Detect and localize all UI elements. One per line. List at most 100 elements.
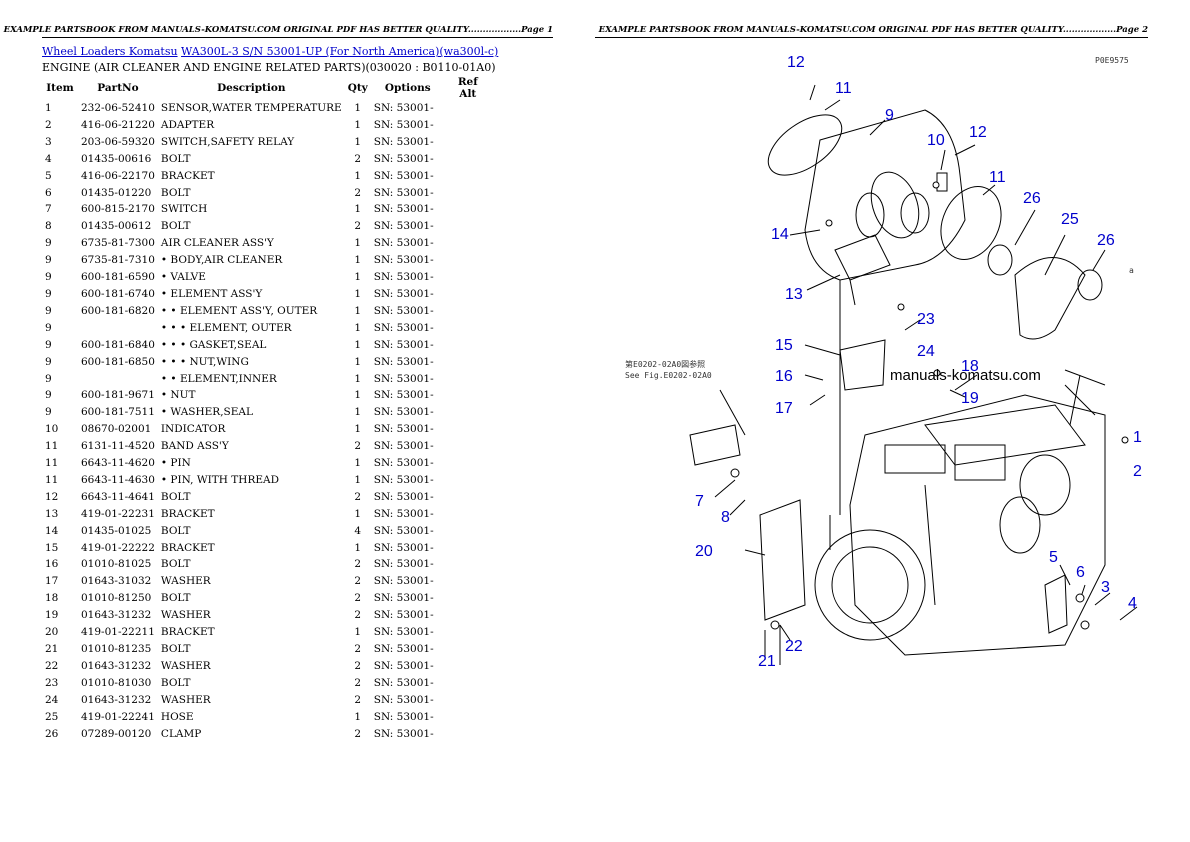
qty-cell: 2 xyxy=(354,609,362,622)
description-cell: WASHER xyxy=(160,693,211,706)
ref-alt-cell xyxy=(445,421,491,438)
partno-cell: 6643-11-4630 xyxy=(81,473,155,486)
partno-cell: 08670-02001 xyxy=(81,423,152,436)
ref-alt-cell xyxy=(445,235,491,252)
options-cell: SN: 53001- xyxy=(373,254,434,267)
options-cell: SN: 53001- xyxy=(373,524,434,537)
qty-cell: 2 xyxy=(354,659,362,672)
item-cell: 9 xyxy=(45,372,52,385)
qty-cell: 1 xyxy=(354,237,362,250)
qty-cell: 1 xyxy=(354,287,362,300)
parts-list-page: EXAMPLE PARTSBOOK FROM MANUALS-KOMATSU.C… xyxy=(4,25,553,743)
qty-cell: 2 xyxy=(354,592,362,605)
qty-cell: 1 xyxy=(354,710,362,723)
item-cell: 17 xyxy=(45,575,59,588)
description-cell: BAND ASS'Y xyxy=(160,440,229,453)
partno-cell: 01435-00612 xyxy=(81,220,152,233)
item-cell: 9 xyxy=(45,355,52,368)
partno-cell: 01435-00616 xyxy=(81,152,152,165)
description-cell: INDICATOR xyxy=(160,423,226,436)
partno-cell: 6643-11-4641 xyxy=(81,490,155,503)
description-cell: WASHER xyxy=(160,659,211,672)
callout-11b: 11 xyxy=(989,169,1006,186)
description-cell: WASHER xyxy=(160,575,211,588)
qty-cell: 1 xyxy=(354,473,362,486)
options-cell: SN: 53001- xyxy=(373,558,434,571)
options-cell: SN: 53001- xyxy=(373,609,434,622)
partno-cell: 07289-00120 xyxy=(81,727,152,740)
partno-cell: 419-01-22211 xyxy=(81,626,155,639)
options-cell: SN: 53001- xyxy=(373,473,434,486)
qty-cell: 2 xyxy=(354,440,362,453)
item-cell: 18 xyxy=(45,592,59,605)
arrow-label-a: a xyxy=(1129,266,1134,275)
qty-cell: 1 xyxy=(354,372,362,385)
ref-alt-cell xyxy=(445,590,491,607)
description-cell: BOLT xyxy=(160,220,191,233)
qty-cell: 1 xyxy=(354,457,362,470)
description-cell: SENSOR,WATER TEMPERATURE xyxy=(160,102,342,114)
qty-cell: 2 xyxy=(354,152,362,165)
ref-alt-cell xyxy=(445,151,491,168)
item-cell: 25 xyxy=(45,710,59,723)
options-cell: SN: 53001- xyxy=(373,304,434,317)
header-rule xyxy=(42,37,553,38)
description-cell: • • • GASKET,SEAL xyxy=(160,338,267,351)
item-cell: 7 xyxy=(45,203,52,216)
item-cell: 11 xyxy=(45,457,59,470)
description-cell: • • ELEMENT ASS'Y, OUTER xyxy=(160,304,318,317)
item-cell: 9 xyxy=(45,321,52,334)
partno-cell: 419-01-22222 xyxy=(81,541,155,554)
page-header: EXAMPLE PARTSBOOK FROM MANUALS-KOMATSU.C… xyxy=(598,25,1148,35)
options-cell: SN: 53001- xyxy=(373,490,434,503)
ref-alt-cell xyxy=(445,117,491,134)
qty-cell: 1 xyxy=(354,254,362,267)
partno-cell: 01010-81235 xyxy=(81,643,152,655)
description-cell: BOLT xyxy=(160,592,191,605)
col-header-item: Item xyxy=(46,82,74,94)
item-cell: 16 xyxy=(45,558,59,571)
options-cell: SN: 53001- xyxy=(373,321,434,334)
options-cell: SN: 53001- xyxy=(373,727,434,740)
qty-cell: 2 xyxy=(354,186,362,199)
hose-drawing xyxy=(1014,257,1086,340)
partno-cell: 01435-01220 xyxy=(81,186,152,199)
ref-alt-cell xyxy=(445,624,491,641)
item-cell: 14 xyxy=(45,524,59,537)
ref-alt-cell xyxy=(445,438,491,455)
partno-cell xyxy=(78,320,158,337)
qty-cell: 1 xyxy=(354,541,362,554)
ref-alt-cell xyxy=(445,658,491,675)
qty-cell: 1 xyxy=(354,118,362,131)
callout-18: 18 xyxy=(961,358,979,375)
description-cell: • • ELEMENT,INNER xyxy=(160,372,277,385)
ref-alt-cell xyxy=(445,168,491,185)
qty-cell: 2 xyxy=(354,676,362,689)
diagram-page: EXAMPLE PARTSBOOK FROM MANUALS-KOMATSU.C… xyxy=(595,0,1190,842)
ref-alt-cell xyxy=(445,387,491,404)
description-cell: CLAMP xyxy=(160,727,202,740)
options-cell: SN: 53001- xyxy=(373,169,434,182)
ref-alt-cell xyxy=(445,337,491,354)
partno-cell: 6643-11-4620 xyxy=(81,457,155,470)
breadcrumb-link-model[interactable]: WA300L-3 S/N 53001-UP (For North America… xyxy=(181,45,499,58)
ref-alt-cell xyxy=(445,320,491,337)
qty-cell: 2 xyxy=(354,490,362,503)
ref-alt-cell xyxy=(445,523,491,540)
breadcrumb-link-wheel-loaders[interactable]: Wheel Loaders Komatsu xyxy=(42,45,178,58)
description-cell: BOLT xyxy=(160,186,191,199)
options-cell: SN: 53001- xyxy=(373,118,434,131)
ref-alt-cell xyxy=(445,455,491,472)
options-cell: SN: 53001- xyxy=(373,186,434,199)
item-cell: 15 xyxy=(45,541,59,554)
ref-alt-cell xyxy=(445,303,491,320)
